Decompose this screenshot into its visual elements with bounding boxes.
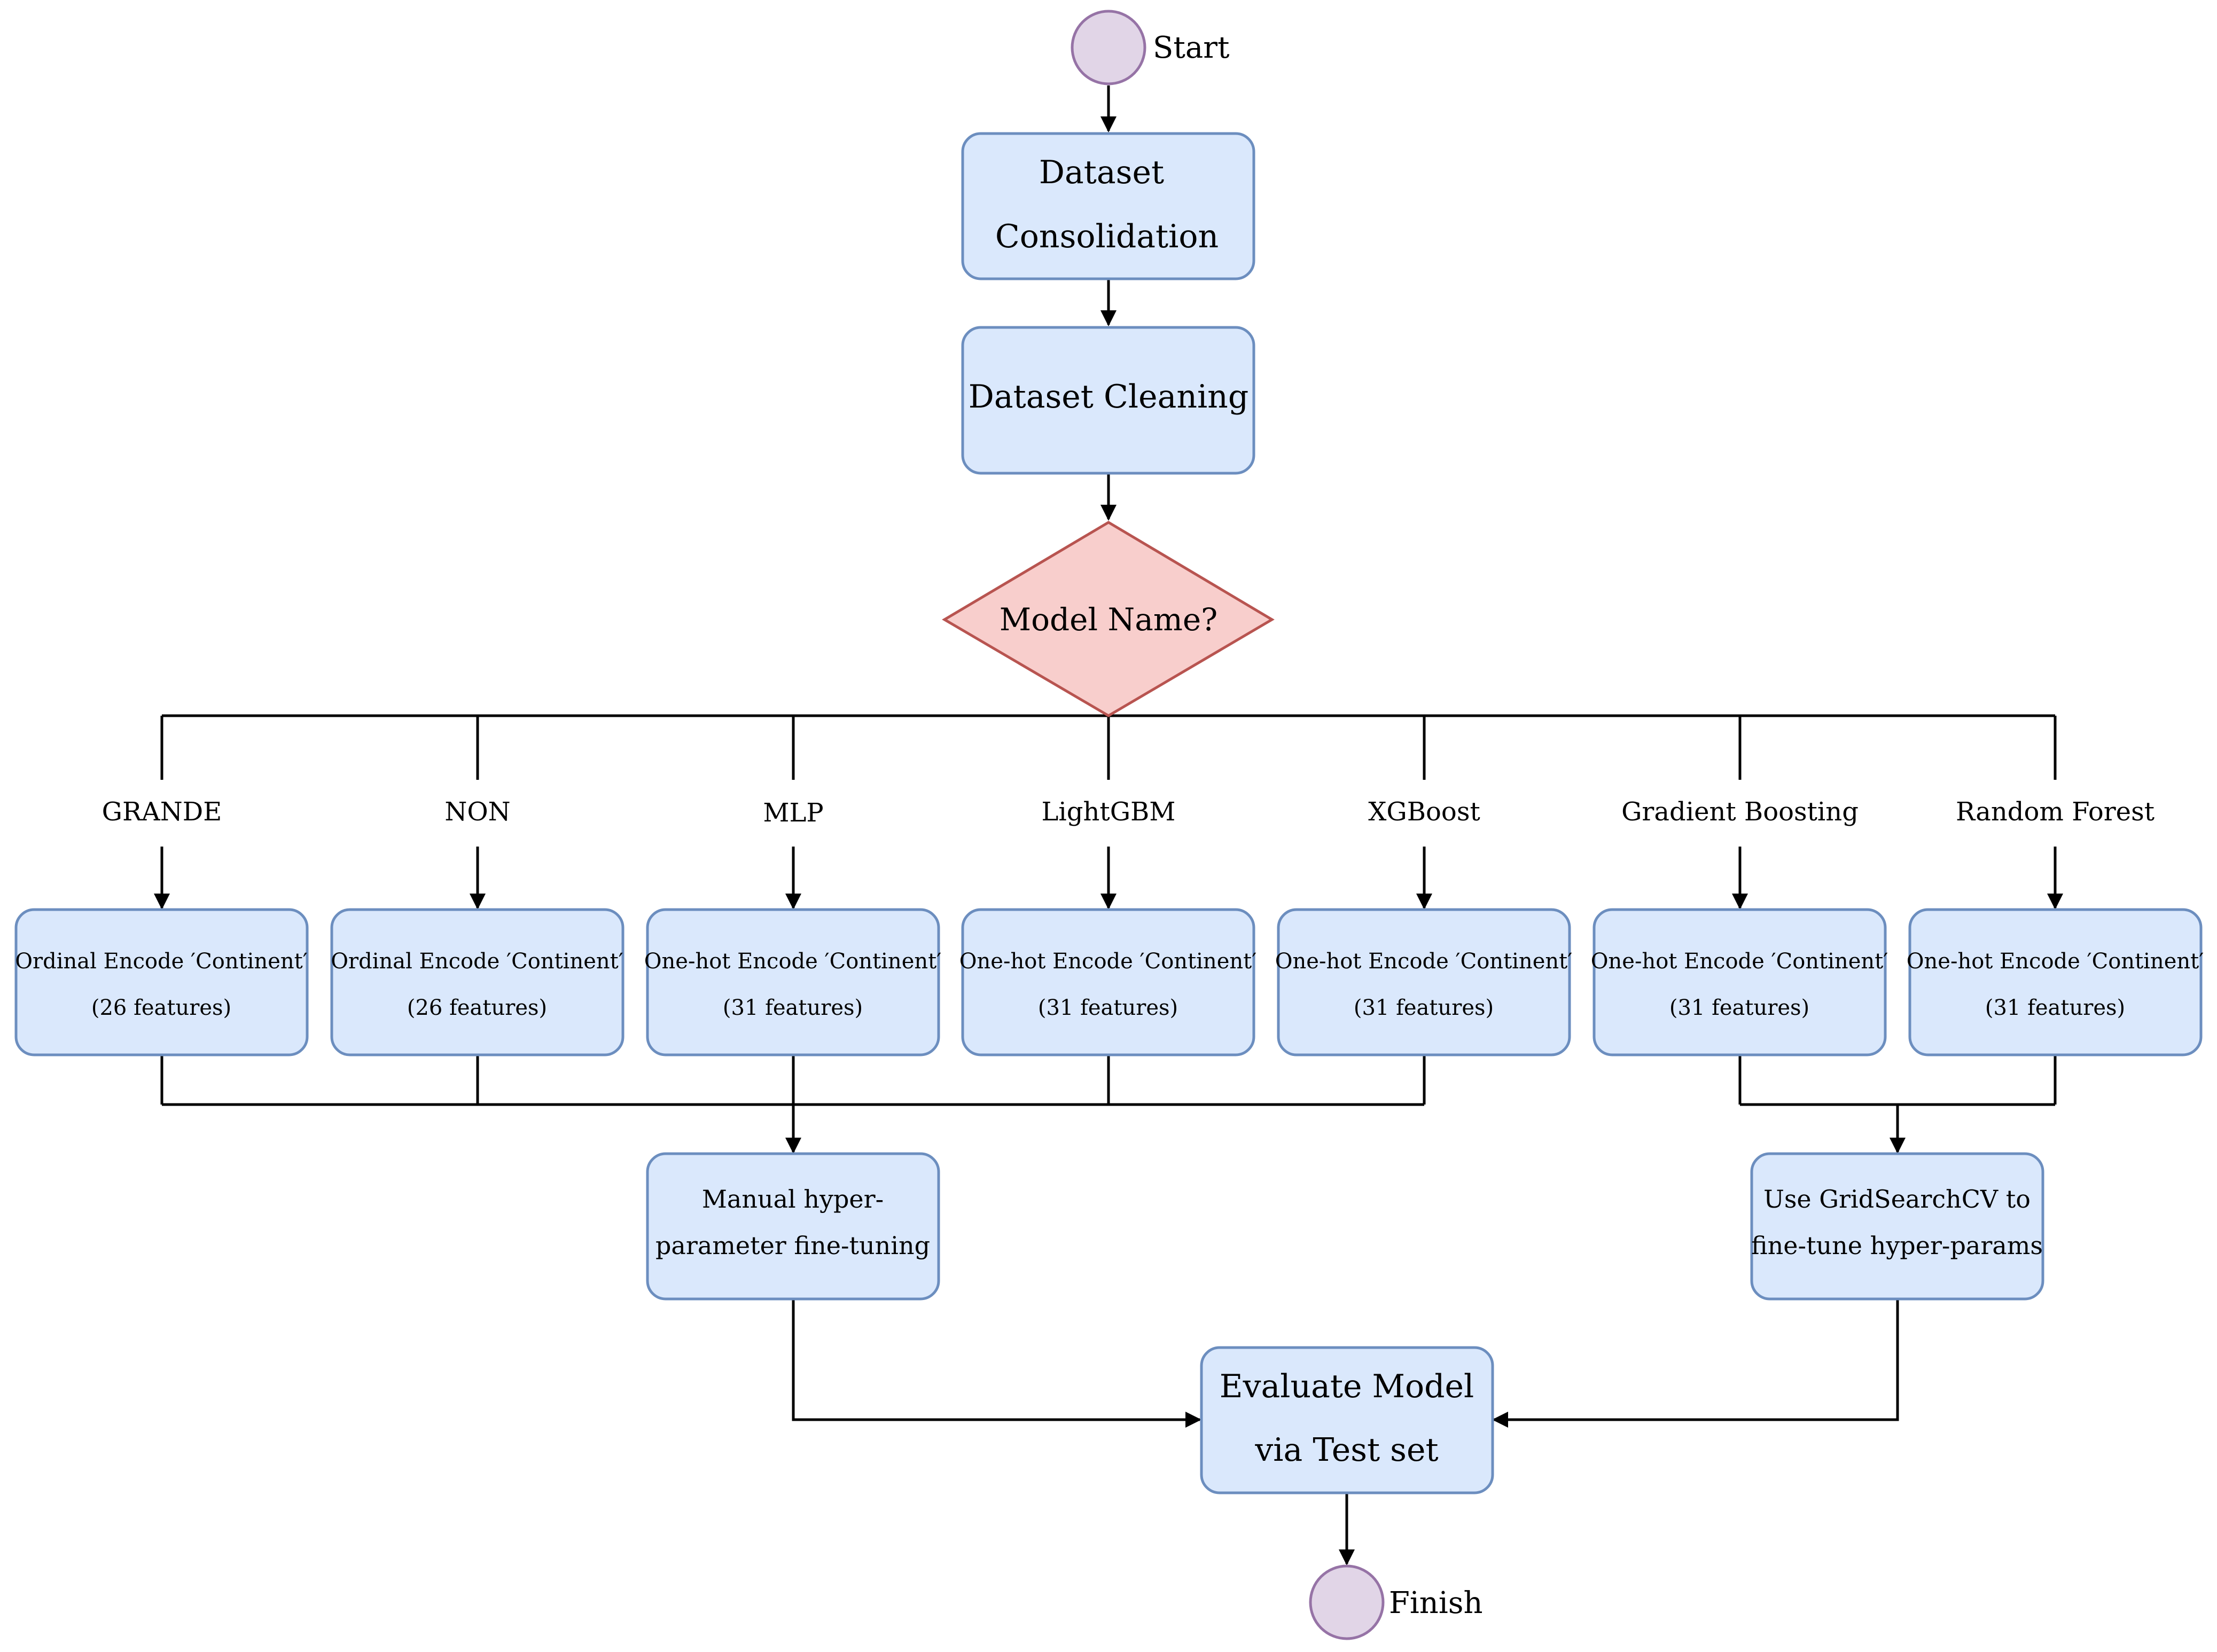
consolidation-line1: Dataset xyxy=(1039,154,1164,191)
branch-labels: GRANDE NON MLP LightGBM XGBoost Gradient… xyxy=(80,784,2166,843)
manual-tuning-box: Manual hyper- parameter fine-tuning xyxy=(646,1152,940,1301)
finish-node: Finish xyxy=(1309,1564,1483,1640)
consolidation-line2: Consolidation xyxy=(995,218,1219,255)
decision-label: Model Name? xyxy=(1000,601,1218,638)
evaluate-line2: via Test set xyxy=(1254,1431,1438,1469)
encode-box-random-forest: One-hot Encode ′Continent′ (31 features) xyxy=(1907,908,2204,1056)
branch-label-non: NON xyxy=(444,797,510,827)
branch-label-random-forest: Random Forest xyxy=(1956,797,2154,827)
encode-box-xgboost: One-hot Encode ′Continent′ (31 features) xyxy=(1275,908,1573,1056)
grid-search-box: Use GridSearchCV to fine-tune hyper-para… xyxy=(1750,1152,2044,1301)
consolidation-box: Dataset Consolidation xyxy=(961,132,1255,280)
encode-box-gradient-boosting: One-hot Encode ′Continent′ (31 features) xyxy=(1591,908,1888,1056)
cleaning-box: Dataset Cleaning xyxy=(961,326,1255,475)
branch-label-mlp: MLP xyxy=(763,798,823,828)
encode-non-line2: (26 features) xyxy=(407,996,547,1020)
encode-mlp-line1: One-hot Encode ′Continent′ xyxy=(644,949,942,974)
encode-grande-line1: Ordinal Encode ′Continent′ xyxy=(15,949,308,974)
finish-circle xyxy=(1309,1564,1385,1640)
branch-label-lightgbm: LightGBM xyxy=(1042,797,1176,827)
encode-gradient-boosting-line2: (31 features) xyxy=(1669,996,1809,1020)
grid-search-line1: Use GridSearchCV to xyxy=(1763,1185,2031,1213)
encode-mlp-line2: (31 features) xyxy=(723,996,863,1020)
encode-xgboost-line2: (31 features) xyxy=(1354,996,1494,1020)
encode-box-lightgbm: One-hot Encode ′Continent′ (31 features) xyxy=(959,908,1257,1056)
arrow-manual-to-evaluate xyxy=(792,1299,1201,1428)
evaluate-line1: Evaluate Model xyxy=(1220,1368,1474,1405)
manual-tuning-line1: Manual hyper- xyxy=(702,1185,884,1213)
encode-lightgbm-line2: (31 features) xyxy=(1038,996,1178,1020)
encode-random-forest-line1: One-hot Encode ′Continent′ xyxy=(1907,949,2204,974)
branch-label-gradient-boosting: Gradient Boosting xyxy=(1621,797,1859,827)
cleaning-label: Dataset Cleaning xyxy=(969,378,1249,416)
branch-label-grande: GRANDE xyxy=(102,797,222,827)
start-node: Start xyxy=(1071,10,1230,85)
arrow-grid-to-evaluate xyxy=(1492,1299,1899,1428)
manual-tuning-line2: parameter fine-tuning xyxy=(655,1231,930,1260)
connectors xyxy=(154,85,2063,1565)
branch-label-xgboost: XGBoost xyxy=(1368,797,1480,827)
grid-search-line2: fine-tune hyper-params xyxy=(1751,1231,2043,1260)
encode-non-line1: Ordinal Encode ′Continent′ xyxy=(331,949,623,974)
encode-gradient-boosting-line1: One-hot Encode ′Continent′ xyxy=(1591,949,1888,974)
encode-box-grande: Ordinal Encode ′Continent′ (26 features) xyxy=(14,908,309,1056)
encode-box-mlp: One-hot Encode ′Continent′ (31 features) xyxy=(644,908,942,1056)
encode-lightgbm-line1: One-hot Encode ′Continent′ xyxy=(959,949,1257,974)
encode-grande-line2: (26 features) xyxy=(91,996,231,1020)
decision-diamond xyxy=(942,521,1275,717)
encode-random-forest-line2: (31 features) xyxy=(1985,996,2125,1020)
evaluate-box: Evaluate Model via Test set xyxy=(1200,1346,1494,1494)
encode-xgboost-line1: One-hot Encode ′Continent′ xyxy=(1275,949,1573,974)
start-label: Start xyxy=(1153,30,1230,65)
encode-box-non: Ordinal Encode ′Continent′ (26 features) xyxy=(330,908,624,1056)
start-circle xyxy=(1071,10,1146,85)
decision-node: Model Name? xyxy=(942,521,1275,717)
finish-label: Finish xyxy=(1389,1586,1483,1620)
